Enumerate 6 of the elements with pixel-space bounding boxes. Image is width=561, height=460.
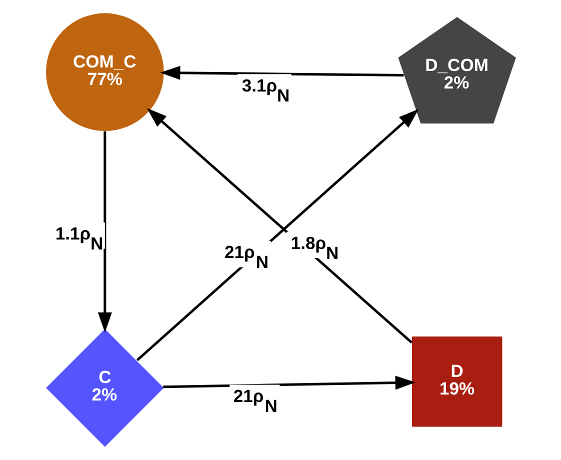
arrow (97, 131, 112, 332)
node-diamond: C 2% (46, 329, 164, 447)
arrow (162, 376, 415, 390)
node-circle: COM_C 77% (46, 13, 164, 131)
arrow (160, 66, 404, 80)
node-box: D 19% (411, 336, 502, 427)
